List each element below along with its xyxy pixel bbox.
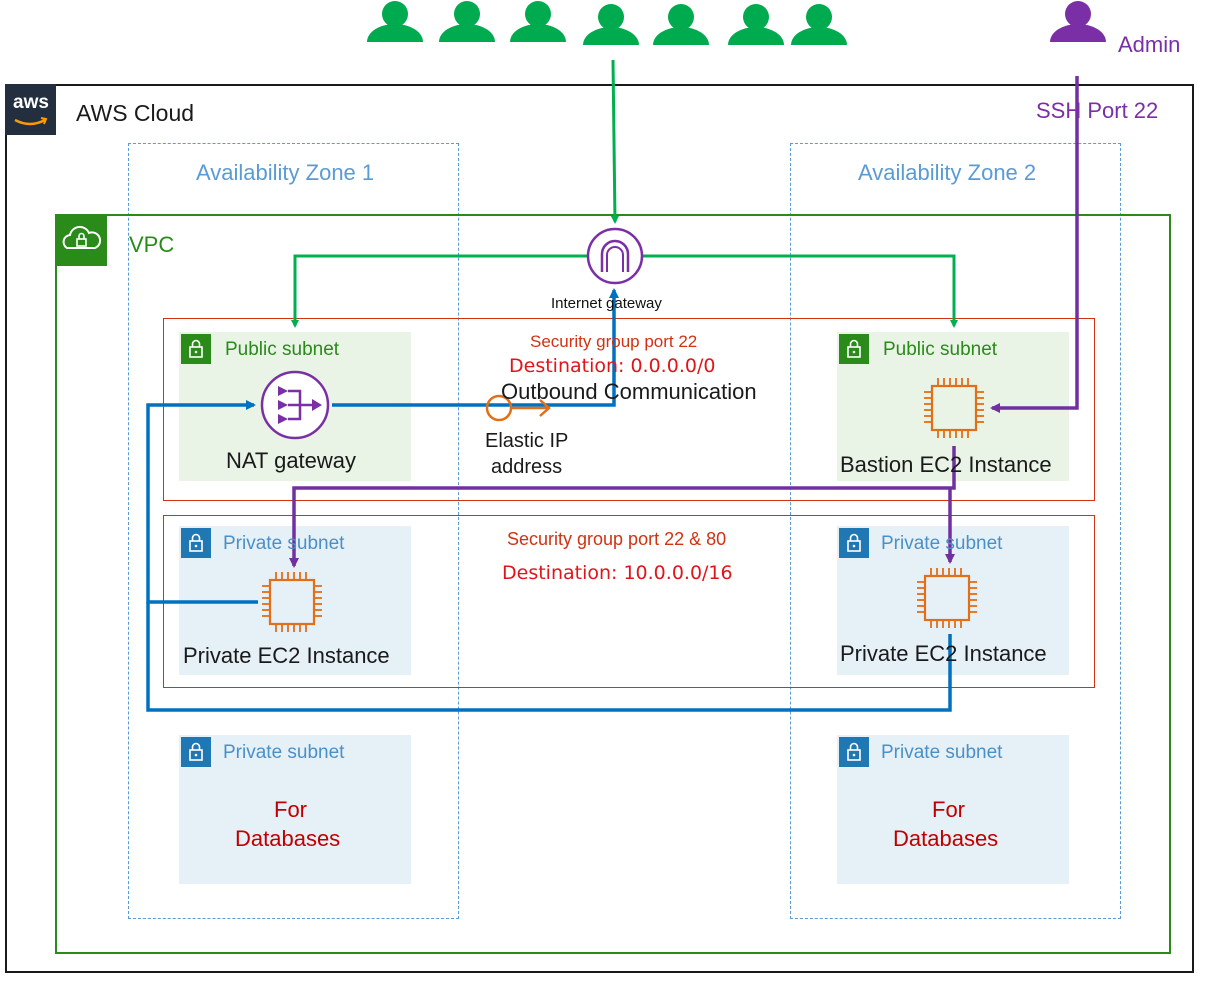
user-icon	[728, 4, 784, 45]
aws-logo-text: aws	[13, 92, 49, 113]
public-subnet-1-label: Public subnet	[225, 339, 340, 360]
db-subnet-1-line2: Databases	[235, 826, 341, 851]
private-ec2-2-icon	[915, 566, 979, 630]
availability-zone-1-label: Availability Zone 1	[196, 160, 375, 185]
nat-gateway-label: NAT gateway	[226, 448, 357, 473]
vpc-boundary	[55, 214, 1171, 954]
elastic-ip-label-line1: Elastic IP	[485, 430, 569, 452]
vpc-label: VPC	[129, 232, 175, 257]
bastion-ec2-label: Bastion EC2 Instance	[840, 452, 1052, 477]
public-security-group	[163, 318, 1095, 501]
user-icon	[791, 4, 847, 45]
admin-user-icon	[1050, 1, 1106, 42]
public-sg-destination: Destination: 0.0.0.0/0	[509, 355, 716, 377]
db-subnet-2-label: Private subnet	[881, 742, 1003, 763]
user-icon	[510, 1, 566, 42]
private-subnet-1-label: Private subnet	[223, 533, 345, 554]
db-subnet-2-lock-icon	[838, 736, 870, 768]
ssh-flow-lines	[289, 76, 1079, 568]
nat-flow-lines	[146, 288, 952, 712]
availability-zone-1	[128, 143, 459, 919]
bastion-ec2-icon	[922, 376, 986, 440]
db-subnet-1	[179, 735, 411, 884]
internet-gateway-icon	[586, 227, 644, 285]
aws-cloud-label: AWS Cloud	[76, 100, 195, 126]
public-sg-title: Security group port 22	[530, 332, 698, 351]
db-subnet-1-lock-icon	[180, 736, 212, 768]
private-ec2-1-label: Private EC2 Instance	[183, 643, 390, 668]
user-icon	[653, 4, 709, 45]
user-icon	[583, 4, 639, 45]
private-sg-title: Security group port 22 & 80	[507, 529, 727, 549]
internet-flow-lines	[291, 59, 958, 328]
private-subnet-1-lock-icon	[180, 527, 212, 559]
admin-label: Admin	[1118, 32, 1181, 57]
private-subnet-2-label: Private subnet	[881, 533, 1003, 554]
internet-gateway-label: Internet gateway	[551, 295, 662, 312]
users-group	[367, 1, 847, 45]
user-icon	[367, 1, 423, 42]
aws-smile-icon	[14, 117, 48, 126]
availability-zone-2	[790, 143, 1121, 919]
ssh-port-label: SSH Port 22	[1036, 98, 1159, 123]
private-sg-destination: Destination: 10.0.0.0/16	[502, 562, 733, 584]
private-ec2-1-icon	[260, 570, 324, 634]
elastic-ip-icon	[485, 394, 551, 422]
public-subnet-1-lock-icon	[180, 333, 212, 365]
vpc-cloud-lock-icon	[55, 214, 107, 266]
db-subnet-1-line1: For	[274, 797, 307, 822]
user-icon	[439, 1, 495, 42]
db-subnet-2	[837, 735, 1069, 884]
private-ec2-2-label: Private EC2 Instance	[840, 641, 1047, 666]
public-subnet-2-label: Public subnet	[883, 339, 998, 360]
db-subnet-1-label: Private subnet	[223, 742, 345, 763]
nat-gateway-icon	[260, 370, 330, 440]
elastic-ip-label-line2: address	[491, 456, 563, 478]
outbound-communication-label: Outbound Communication	[501, 379, 757, 404]
private-subnet-2-lock-icon	[838, 527, 870, 559]
availability-zone-2-label: Availability Zone 2	[858, 160, 1037, 185]
aws-cloud-boundary	[5, 84, 1194, 973]
db-subnet-2-line1: For	[932, 797, 965, 822]
db-subnet-2-line2: Databases	[893, 826, 999, 851]
aws-logo: aws	[5, 84, 56, 135]
public-subnet-2-lock-icon	[838, 333, 870, 365]
private-subnet-2	[837, 526, 1069, 675]
